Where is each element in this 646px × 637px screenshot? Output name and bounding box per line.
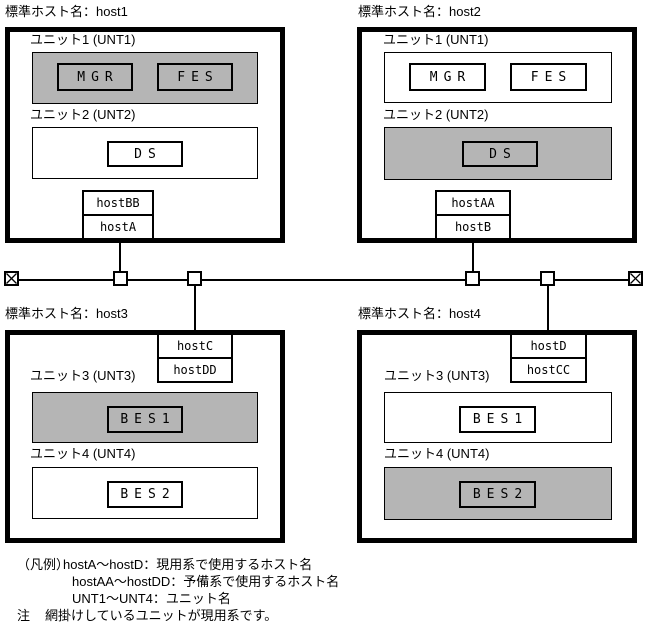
host4-active-hostname: hostD bbox=[530, 339, 567, 353]
host4-unit3-label: ユニット3 (UNT3) bbox=[384, 368, 490, 383]
host1-mgr-box: MGR bbox=[57, 63, 133, 91]
drop-line-host3 bbox=[194, 286, 196, 333]
host2-hostname-stack: hostAA hostB bbox=[435, 190, 511, 240]
note-text: 網掛けしているユニットが現用系です。 bbox=[45, 608, 278, 623]
network-tap-host2 bbox=[465, 271, 480, 286]
network-tap-host1 bbox=[113, 271, 128, 286]
host3-hostname-stack: hostC hostDD bbox=[157, 333, 233, 383]
network-terminator-right-icon bbox=[628, 271, 643, 286]
host3-active-hostname: hostC bbox=[176, 339, 214, 353]
host3-bes1-box: BES1 bbox=[107, 406, 183, 433]
host1-unit1-label: ユニット1 (UNT1) bbox=[30, 32, 136, 47]
host4-bes2-box: BES2 bbox=[459, 481, 536, 508]
note-label: 注 bbox=[17, 608, 31, 623]
drop-line-host2 bbox=[472, 242, 474, 271]
legend-entry-active-hosts: hostA〜hostD：現用系で使用するホスト名 bbox=[63, 557, 313, 572]
host1-unit2-label: ユニット2 (UNT2) bbox=[30, 107, 136, 122]
drop-line-host1 bbox=[119, 242, 121, 271]
host2-fes-box: FES bbox=[510, 63, 587, 91]
host2-standby-hostname: hostAA bbox=[451, 196, 495, 210]
host4-frame bbox=[357, 330, 637, 543]
legend-entry-unit-names: UNT1〜UNT4：ユニット名 bbox=[72, 591, 231, 606]
network-tap-host3 bbox=[187, 271, 202, 286]
host2-frame bbox=[357, 27, 637, 243]
network-terminator-left-icon bbox=[4, 271, 19, 286]
legend-label: （凡例） bbox=[17, 557, 70, 572]
host2-title: 標準ホスト名：host2 bbox=[358, 4, 481, 19]
host4-bes1-box: BES1 bbox=[459, 406, 536, 433]
host2-mgr-box: MGR bbox=[409, 63, 486, 91]
host4-unit4-label: ユニット4 (UNT4) bbox=[384, 446, 490, 461]
host1-frame bbox=[5, 27, 285, 243]
host3-unit4-label: ユニット4 (UNT4) bbox=[30, 446, 136, 461]
drop-line-host4 bbox=[547, 286, 549, 333]
host2-unit1-label: ユニット1 (UNT1) bbox=[383, 32, 489, 47]
host4-hostname-stack: hostD hostCC bbox=[510, 333, 587, 383]
host3-unit3-label: ユニット3 (UNT3) bbox=[30, 368, 136, 383]
legend-entry-standby-hosts: hostAA〜hostDD：予備系で使用するホスト名 bbox=[72, 574, 340, 589]
host1-hostname-stack: hostBB hostA bbox=[82, 190, 154, 240]
host1-fes-box: FES bbox=[157, 63, 233, 91]
host1-ds-box: DS bbox=[107, 141, 183, 167]
host1-standby-hostname: hostBB bbox=[96, 196, 140, 210]
host2-active-hostname: hostB bbox=[437, 214, 509, 238]
network-tap-host4 bbox=[540, 271, 555, 286]
host3-bes2-box: BES2 bbox=[107, 481, 183, 508]
network-bus bbox=[14, 279, 634, 281]
host2-ds-box: DS bbox=[462, 141, 538, 167]
host2-unit2-label: ユニット2 (UNT2) bbox=[383, 107, 489, 122]
host1-active-hostname: hostA bbox=[84, 214, 152, 238]
host1-title: 標準ホスト名：host1 bbox=[5, 4, 128, 19]
host3-frame bbox=[5, 330, 285, 543]
host4-standby-hostname: hostCC bbox=[512, 357, 585, 381]
host3-standby-hostname: hostDD bbox=[159, 357, 231, 381]
host3-title: 標準ホスト名：host3 bbox=[5, 306, 128, 321]
host4-title: 標準ホスト名：host4 bbox=[358, 306, 481, 321]
